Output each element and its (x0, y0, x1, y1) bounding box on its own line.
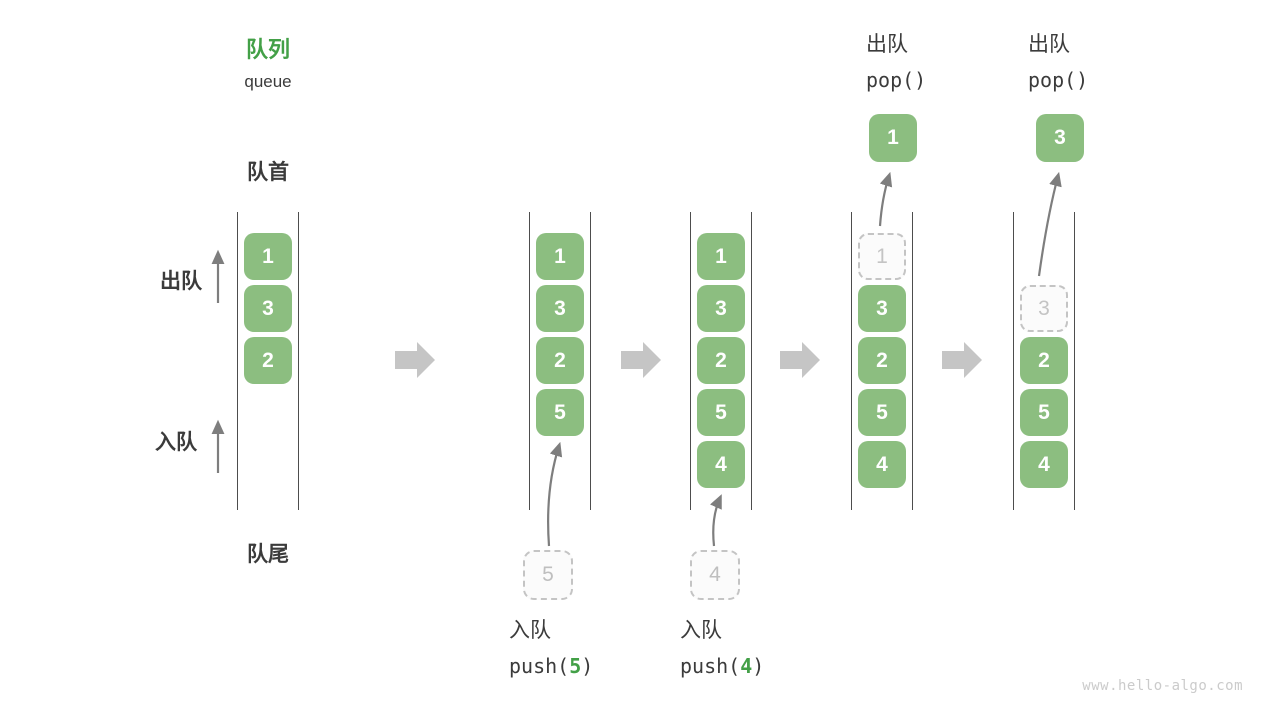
queue-item: 4 (858, 441, 906, 488)
flow-arrow-1 (395, 342, 435, 378)
queue-column-2: 1 3 2 5 (529, 212, 591, 510)
pop3-label: 出队 (1028, 33, 1070, 56)
queue-column-5: 3 2 5 4 (1013, 212, 1075, 510)
queue-column-4: 1 3 2 5 4 (851, 212, 913, 510)
push4-code: push(4) (680, 654, 764, 678)
pending-item-4: 4 (690, 550, 740, 600)
push4-caption: 入队 push(4) (680, 619, 764, 678)
pending-item-5: 5 (523, 550, 573, 600)
removed-slot: 3 (1020, 285, 1068, 332)
push5-code: push(5) (509, 654, 593, 678)
dequeue-side-label: 出队 (160, 270, 202, 293)
popped-item-3: 3 (1036, 114, 1084, 162)
push4-code-post: ) (752, 654, 765, 678)
push5-code-pre: push( (509, 654, 570, 678)
queue-item: 1 (536, 233, 584, 280)
queue-item: 1 (697, 233, 745, 280)
queue-item: 3 (536, 285, 584, 332)
queue-item: 3 (697, 285, 745, 332)
pop1-arrow (878, 171, 893, 227)
flow-arrow-3 (780, 342, 820, 378)
pop1-caption: 出队 pop() (866, 33, 926, 92)
queue-rear-label: 队尾 (247, 543, 289, 566)
push4-code-pre: push( (680, 654, 741, 678)
pop3-code: pop() (1028, 68, 1089, 92)
queue-item: 4 (697, 441, 745, 488)
pop3-arrow (1037, 171, 1062, 277)
enqueue-side-label: 入队 (155, 431, 197, 454)
queue-column-1: 1 3 2 (237, 212, 299, 510)
queue-item: 1 (244, 233, 292, 280)
queue-item: 2 (1020, 337, 1068, 384)
push5-code-post: ) (581, 654, 594, 678)
push5-label: 入队 (509, 619, 551, 642)
queue-item: 2 (244, 337, 292, 384)
watermark: www.hello-algo.com (1082, 678, 1243, 694)
queue-item: 2 (697, 337, 745, 384)
queue-front-label: 队首 (247, 161, 289, 184)
queue-column-3: 1 3 2 5 4 (690, 212, 752, 510)
queue-item: 4 (1020, 441, 1068, 488)
pop3-caption: 出队 pop() (1028, 33, 1088, 92)
popped-item-1: 1 (869, 114, 917, 162)
flow-arrow-2 (621, 342, 661, 378)
queue-item: 5 (858, 389, 906, 436)
removed-slot: 1 (858, 233, 906, 280)
queue-item: 2 (858, 337, 906, 384)
page-title: 队列 (245, 37, 290, 62)
queue-item: 5 (1020, 389, 1068, 436)
push4-arg: 4 (740, 654, 753, 678)
queue-item: 5 (697, 389, 745, 436)
queue-item: 2 (536, 337, 584, 384)
pop1-code: pop() (866, 68, 927, 92)
push5-arg: 5 (569, 654, 582, 678)
pop1-label: 出队 (866, 33, 908, 56)
push5-caption: 入队 push(5) (509, 619, 593, 678)
queue-item: 5 (536, 389, 584, 436)
push4-arrow (710, 494, 722, 547)
queue-item: 3 (244, 285, 292, 332)
flow-arrow-4 (942, 342, 982, 378)
push4-label: 入队 (680, 619, 722, 642)
push5-arrow (547, 441, 563, 547)
page-subtitle: queue (244, 72, 292, 91)
queue-item: 3 (858, 285, 906, 332)
